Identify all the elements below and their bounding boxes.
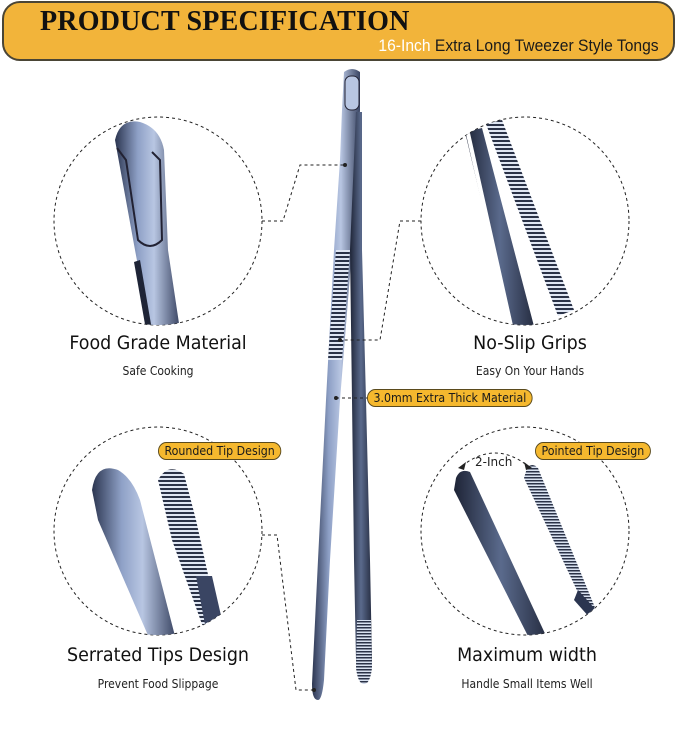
tong-left-arm (312, 69, 360, 700)
callout-pointed-tip: Pointed Tip Design (535, 442, 651, 460)
feature-title-no-slip: No-Slip Grips (473, 332, 587, 354)
feature-title-max-width: Maximum width (457, 644, 597, 666)
feature-subtitle-max-width: Handle Small Items Well (461, 677, 593, 691)
dimension-label-width: 2-Inch (475, 455, 513, 469)
banner-title: PRODUCT SPECIFICATION (40, 6, 410, 37)
banner-subtitle: 16-Inch Extra Long Tweezer Style Tongs (379, 36, 659, 56)
header-banner: PRODUCT SPECIFICATION 16-Inch Extra Long… (2, 1, 675, 61)
callout-thickness: 3.0mm Extra Thick Material (367, 389, 533, 407)
feature-subtitle-no-slip: Easy On Your Hands (475, 364, 585, 378)
feature-subtitle-serrated: Prevent Food Slippage (97, 677, 219, 691)
feature-title-serrated: Serrated Tips Design (66, 644, 249, 666)
banner-subtitle-highlight: 16-Inch (378, 36, 431, 55)
feature-subtitle-food-grade: Safe Cooking (122, 364, 194, 378)
feature-title-food-grade: Food Grade Material (69, 332, 247, 354)
closeup-circle-4 (420, 426, 630, 636)
callout-rounded-tip: Rounded Tip Design (158, 442, 282, 460)
banner-subtitle-rest: Extra Long Tweezer Style Tongs (430, 36, 659, 55)
